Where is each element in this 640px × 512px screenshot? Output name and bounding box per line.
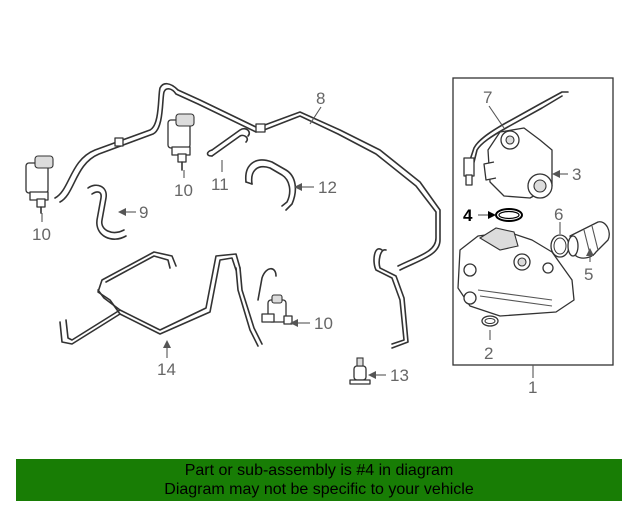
- banner-line-2: Diagram may not be specific to your vehi…: [164, 481, 474, 498]
- hose-part-12[interactable]: [245, 159, 297, 211]
- pump-part-3[interactable]: [483, 127, 553, 199]
- callout-3: 3: [572, 165, 581, 184]
- callout-7: 7: [483, 88, 492, 107]
- callout-9: 9: [139, 203, 148, 222]
- callout-10-lower: 10: [314, 314, 333, 333]
- seal-part-2[interactable]: [481, 315, 499, 327]
- assembly-box: [452, 77, 614, 366]
- callout-8: 8: [316, 89, 325, 108]
- o-ring-part-4[interactable]: [495, 208, 523, 222]
- callout-5: 5: [584, 265, 593, 284]
- callout-12: 12: [318, 178, 337, 197]
- hose-part-14[interactable]: [59, 251, 277, 347]
- callout-13: 13: [390, 366, 409, 385]
- sensor-part-7[interactable]: [463, 91, 569, 186]
- parts-diagram: 1 2 3 4 5 6 7 8 9 10 10 10 11 12 13 14: [25, 77, 614, 397]
- banner-line-1: Part or sub-assembly is #4 in diagram: [184, 462, 454, 479]
- callout-10-left: 10: [32, 225, 51, 244]
- connector-part-13[interactable]: [349, 357, 371, 385]
- pipe-part-8[interactable]: [54, 82, 441, 349]
- leader-lines: [41, 105, 594, 379]
- valve-part-10-top[interactable]: [167, 113, 195, 171]
- part-info-banner: Part or sub-assembly is #4 in diagram Di…: [16, 459, 622, 501]
- valve-part-10-left[interactable]: [25, 155, 54, 214]
- callout-11: 11: [211, 175, 229, 194]
- housing-assembly-part-1[interactable]: [457, 227, 575, 317]
- callout-10-top: 10: [174, 181, 193, 200]
- callout-6: 6: [554, 205, 563, 224]
- boot-part-5[interactable]: [567, 221, 610, 259]
- callout-4[interactable]: 4: [463, 206, 473, 225]
- hose-part-9[interactable]: [87, 184, 127, 240]
- valve-part-10-lower[interactable]: [261, 294, 293, 325]
- hose-part-11[interactable]: [206, 127, 251, 157]
- callout-2: 2: [484, 344, 493, 363]
- callout-14: 14: [157, 360, 176, 379]
- callout-1: 1: [528, 378, 537, 397]
